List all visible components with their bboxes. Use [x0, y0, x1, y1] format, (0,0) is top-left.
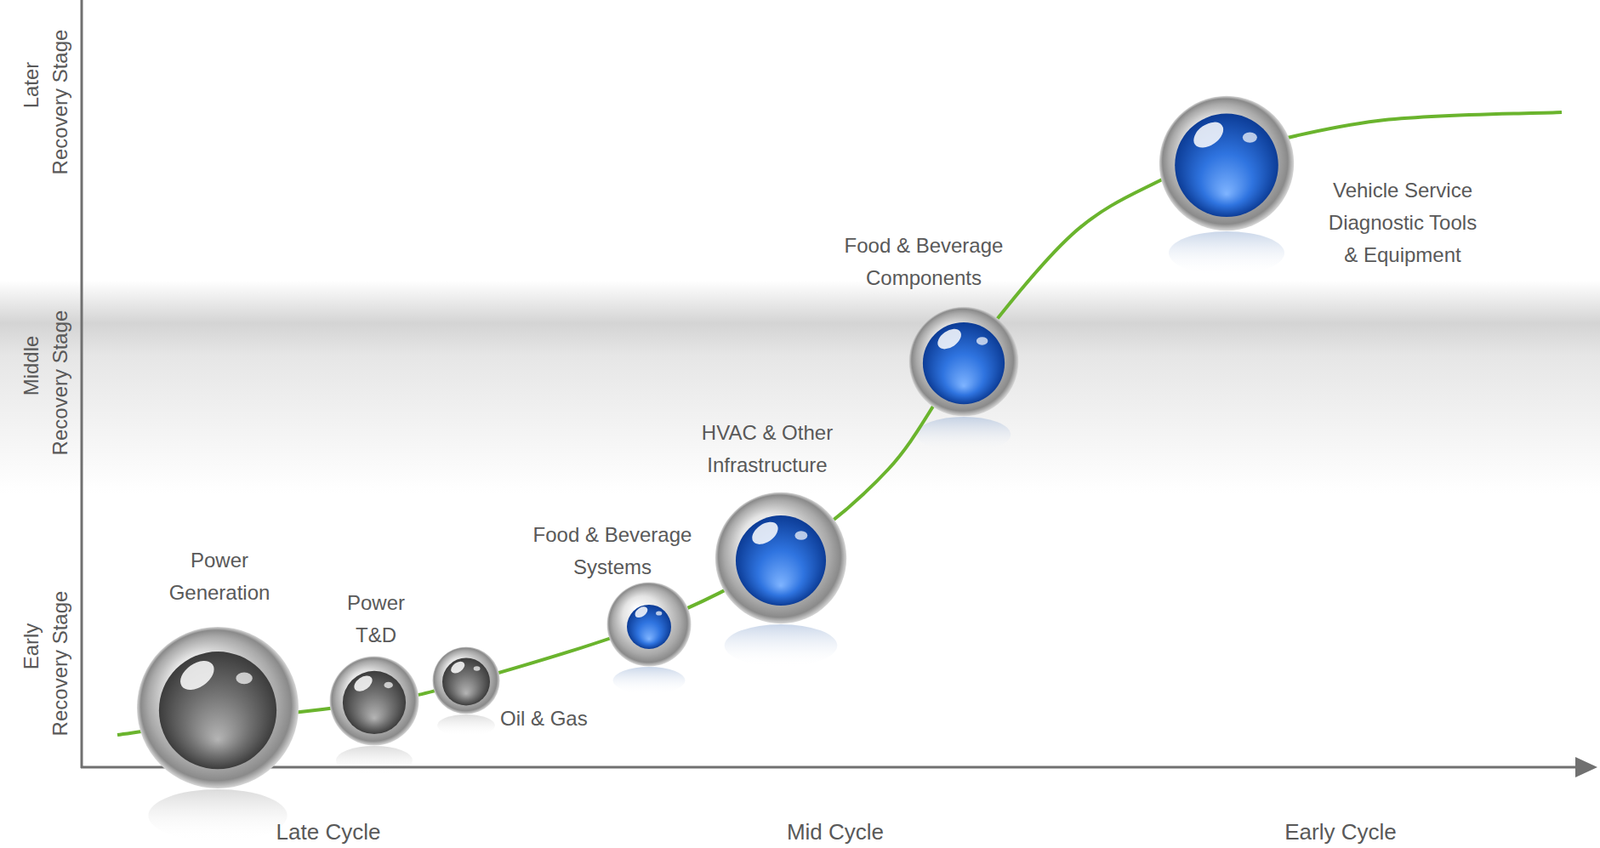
sphere-reflection — [613, 666, 686, 695]
sphere-node: HVAC & Other Infrastructure — [714, 491, 848, 625]
segment-label: HVAC & Other Infrastructure — [690, 416, 844, 482]
sphere-core — [626, 604, 672, 650]
sphere-node: Oil & Gas — [432, 646, 501, 715]
sphere-shape — [606, 581, 692, 667]
sphere-rim — [136, 626, 299, 789]
sphere-reflection — [724, 624, 838, 667]
sphere-rim — [909, 307, 1020, 417]
stage-axis-label: Middle Recovery Stage — [17, 301, 75, 464]
sphere-shape — [714, 491, 848, 625]
sphere-highlight — [976, 336, 988, 346]
sphere-shape — [1158, 95, 1295, 232]
sphere-shape — [908, 306, 1020, 417]
sphere-rim — [330, 656, 420, 746]
sphere-node: Power Generation — [136, 626, 300, 790]
sphere-highlight — [384, 682, 393, 689]
segment-label: Food & Beverage Components — [838, 229, 1009, 295]
growth-curve — [117, 112, 1562, 735]
sphere-rim — [432, 646, 500, 714]
sphere-highlight — [794, 530, 808, 541]
sphere-rim — [715, 492, 847, 624]
sphere-core — [342, 671, 406, 735]
sphere-reflection — [1168, 231, 1285, 275]
sphere-core — [735, 515, 826, 606]
sphere-highlight — [449, 659, 467, 676]
sphere-node: Vehicle Service Diagnostic Tools & Equip… — [1158, 95, 1295, 232]
segment-label: Vehicle Service Diagnostic Tools & Equip… — [1321, 174, 1484, 272]
sphere-core — [1174, 113, 1279, 218]
sphere-highlight — [473, 666, 481, 672]
sphere-highlight — [632, 604, 650, 621]
cycle-axis-label: Mid Cycle — [786, 818, 884, 846]
sphere-core — [159, 651, 277, 769]
sphere-shape — [329, 655, 420, 746]
sphere-highlight — [1242, 132, 1258, 143]
cycle-axis-label: Late Cycle — [276, 818, 382, 846]
sphere-highlight — [933, 324, 965, 354]
segment-label: Power T&D — [337, 586, 415, 652]
sphere-highlight — [1189, 116, 1229, 153]
sphere-rim — [607, 582, 692, 667]
sphere-shape — [136, 626, 300, 790]
stage-axis-label: Early Recovery Stage — [17, 582, 75, 745]
cycle-axis-label: Early Cycle — [1284, 818, 1396, 846]
stage-axis-label: Later Recovery Stage — [17, 21, 75, 183]
sphere-highlight — [747, 517, 782, 549]
sphere-core — [922, 322, 1005, 405]
middle-stage-band — [0, 280, 1600, 494]
segment-label: Food & Beverage Systems — [527, 518, 698, 584]
y-axis — [80, 0, 84, 769]
sphere-node: Food & Beverage Components — [908, 306, 1020, 417]
x-axis — [80, 766, 1581, 769]
sphere-rim — [1159, 96, 1294, 231]
sphere-highlight — [175, 654, 220, 696]
sphere-highlight — [351, 672, 376, 695]
axis-arrowhead — [1575, 757, 1598, 778]
sphere-shape — [432, 646, 501, 715]
sphere-node: Power T&D — [329, 655, 420, 746]
sphere-highlight — [655, 610, 662, 615]
segment-label: Oil & Gas — [500, 702, 588, 735]
sphere-node: Food & Beverage Systems — [606, 581, 692, 667]
sphere-reflection — [335, 745, 413, 775]
sphere-core — [442, 657, 490, 706]
segment-label: Power Generation — [155, 544, 284, 610]
sphere-reflection — [437, 714, 496, 737]
sphere-reflection — [148, 789, 287, 842]
sphere-reflection — [916, 416, 1012, 453]
sphere-highlight — [235, 672, 252, 685]
